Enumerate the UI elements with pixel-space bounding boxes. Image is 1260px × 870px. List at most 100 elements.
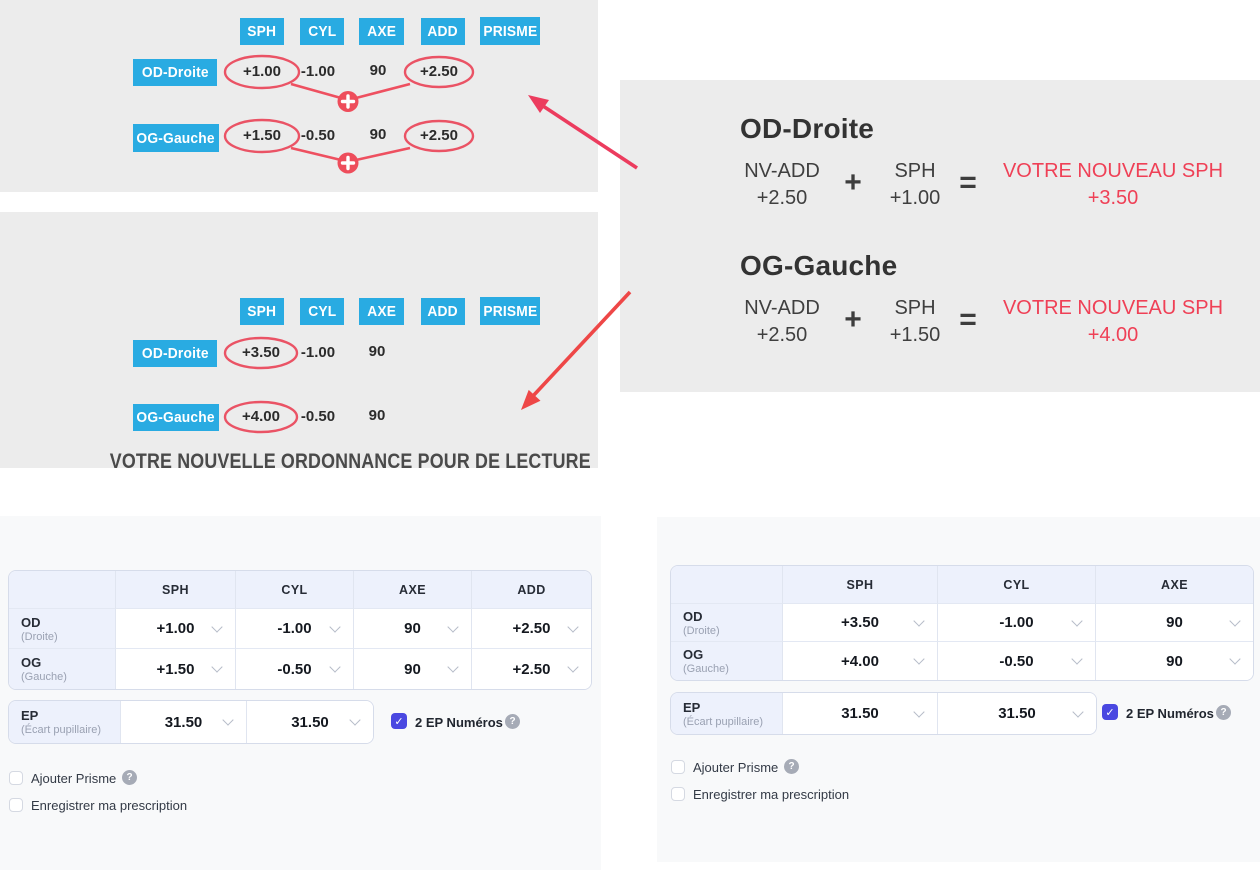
od-cyl-select[interactable]: -1.00: [236, 609, 354, 649]
og-cyl-select[interactable]: -0.50: [236, 649, 354, 689]
chevron-down-icon: [913, 705, 925, 718]
term-nv-add: NV-ADD +2.50: [744, 297, 820, 346]
od-add-select[interactable]: +2.50: [472, 609, 591, 649]
og-axe-select[interactable]: 90: [1096, 642, 1253, 680]
od-axe-value: 90: [369, 62, 387, 79]
chevron-down-icon: [913, 653, 925, 665]
result-new-sph: VOTRE NOUVEAU SPH +3.50: [1002, 160, 1224, 209]
enregistrer-checkbox[interactable]: [9, 798, 23, 812]
enregistrer-label: Enregistrer ma prescription: [693, 787, 850, 802]
enregistrer-label: Enregistrer ma prescription: [31, 798, 188, 813]
og-axe-value: 90: [368, 407, 386, 424]
chevron-down-icon: [913, 614, 925, 627]
od-cyl-select[interactable]: -1.00: [938, 604, 1096, 642]
od-add-value: +2.50: [420, 63, 458, 80]
ajouter-prisme-label: Ajouter Prisme: [693, 760, 779, 775]
new-prescription-panel: VOTRE NOUVELLE ORDONNANCE POUR DE LECTUR…: [0, 212, 598, 473]
chevron-down-icon: [567, 661, 579, 673]
header-sph: SPH: [116, 571, 236, 609]
header-cyl: CYL: [938, 566, 1096, 604]
plus-operator: +: [844, 166, 862, 199]
chevron-down-icon: [567, 620, 579, 633]
od-sph-select[interactable]: +3.50: [783, 604, 938, 642]
ajouter-prisme-label: Ajouter Prisme: [31, 771, 117, 786]
column-chip-prisme: PRISME: [480, 17, 540, 45]
result-new-sph: VOTRE NOUVEAU SPH +4.00: [1002, 297, 1224, 346]
og-axe-select[interactable]: 90: [354, 649, 472, 689]
chevron-down-icon: [1229, 653, 1241, 665]
term-sph: SPH +1.50: [889, 297, 941, 346]
og-cyl-value: -0.50: [300, 127, 336, 144]
formula-row: NV-ADD +2.50 + SPH +1.00 = VOTRE NOUVEAU…: [740, 158, 1245, 212]
column-chip-axe: AXE: [359, 18, 404, 45]
og-axe-value: 90: [369, 126, 387, 143]
od-sph-select[interactable]: +1.00: [116, 609, 236, 649]
column-chip-prisme: PRISME: [480, 297, 540, 325]
chevron-down-icon: [447, 661, 459, 673]
prescription-form-right: SPH CYL AXE OD (Droite) +3.50 -1.00 90 O…: [657, 517, 1260, 862]
chevron-down-icon: [1229, 614, 1241, 627]
chevron-down-icon: [211, 620, 223, 633]
row-label-od: OD (Droite): [9, 609, 116, 649]
two-ep-label: 2 EP Numéros: [415, 715, 503, 730]
help-icon[interactable]: ?: [784, 759, 799, 774]
help-icon[interactable]: ?: [505, 714, 520, 729]
equals-operator: =: [959, 303, 977, 336]
row-chip-od: OD-Droite: [133, 59, 217, 86]
corner-cell: [671, 566, 783, 604]
ajouter-prisme-checkbox[interactable]: [671, 760, 685, 774]
two-ep-checkbox[interactable]: ✓: [391, 713, 407, 729]
og-add-value: +2.50: [420, 127, 458, 144]
help-icon[interactable]: ?: [122, 770, 137, 785]
og-cyl-value: -0.50: [300, 408, 336, 425]
od-cyl-value: -1.00: [300, 63, 336, 80]
enregistrer-checkbox[interactable]: [671, 787, 685, 801]
formula-panel: OD-Droite NV-ADD +2.50 + SPH +1.00 = VOT…: [620, 80, 1260, 392]
header-sph: SPH: [783, 566, 938, 604]
chevron-down-icon: [329, 620, 341, 633]
help-icon[interactable]: ?: [1216, 705, 1231, 720]
check-icon: ✓: [1105, 706, 1115, 719]
ep-label: EP (Écart pupillaire): [9, 701, 121, 743]
header-cyl: CYL: [236, 571, 354, 609]
prescription-table: SPH CYL AXE ADD OD (Droite) +1.00 -1.00 …: [8, 570, 592, 690]
chevron-down-icon: [1071, 614, 1083, 627]
ajouter-prisme-checkbox[interactable]: [9, 771, 23, 785]
formula-heading: OD-Droite: [740, 113, 875, 144]
ep-box: EP (Écart pupillaire) 31.50 31.50: [670, 692, 1097, 735]
plus-operator: +: [844, 303, 862, 336]
header-axe: AXE: [354, 571, 472, 609]
ep-left-select[interactable]: 31.50: [938, 693, 1096, 734]
ep-right-select[interactable]: 31.50: [121, 701, 247, 743]
row-chip-od: OD-Droite: [133, 340, 217, 367]
og-sph-select[interactable]: +1.50: [116, 649, 236, 689]
header-axe: AXE: [1096, 566, 1253, 604]
og-sph-select[interactable]: +4.00: [783, 642, 938, 680]
ep-left-select[interactable]: 31.50: [247, 701, 373, 743]
row-label-og: OG (Gauche): [671, 642, 783, 680]
ep-right-select[interactable]: 31.50: [783, 693, 938, 734]
corner-cell: [9, 571, 116, 609]
chevron-down-icon: [1072, 705, 1084, 718]
formula-row: NV-ADD +2.50 + SPH +1.50 = VOTRE NOUVEAU…: [740, 295, 1245, 349]
two-ep-label: 2 EP Numéros: [1126, 706, 1214, 721]
equals-operator: =: [959, 166, 977, 199]
chevron-down-icon: [211, 661, 223, 673]
prescription-form-left: SPH CYL AXE ADD OD (Droite) +1.00 -1.00 …: [0, 516, 601, 870]
formula-section-od: OD-Droite NV-ADD +2.50 + SPH +1.00 = VOT…: [740, 113, 1245, 212]
chevron-down-icon: [222, 714, 234, 726]
term-sph: SPH +1.00: [889, 160, 941, 209]
og-cyl-select[interactable]: -0.50: [938, 642, 1096, 680]
column-chip-cyl: CYL: [300, 18, 344, 45]
old-prescription-panel: SPH CYL AXE ADD PRISME OD-Droite +1.00 -…: [0, 0, 598, 192]
chevron-down-icon: [1071, 653, 1083, 665]
od-axe-select[interactable]: 90: [1096, 604, 1253, 642]
column-chip-axe: AXE: [359, 298, 404, 325]
two-ep-checkbox[interactable]: ✓: [1102, 704, 1118, 720]
column-chip-cyl: CYL: [300, 298, 344, 325]
row-label-og: OG (Gauche): [9, 649, 116, 689]
od-axe-select[interactable]: 90: [354, 609, 472, 649]
og-add-select[interactable]: +2.50: [472, 649, 591, 689]
header-add: ADD: [472, 571, 591, 609]
